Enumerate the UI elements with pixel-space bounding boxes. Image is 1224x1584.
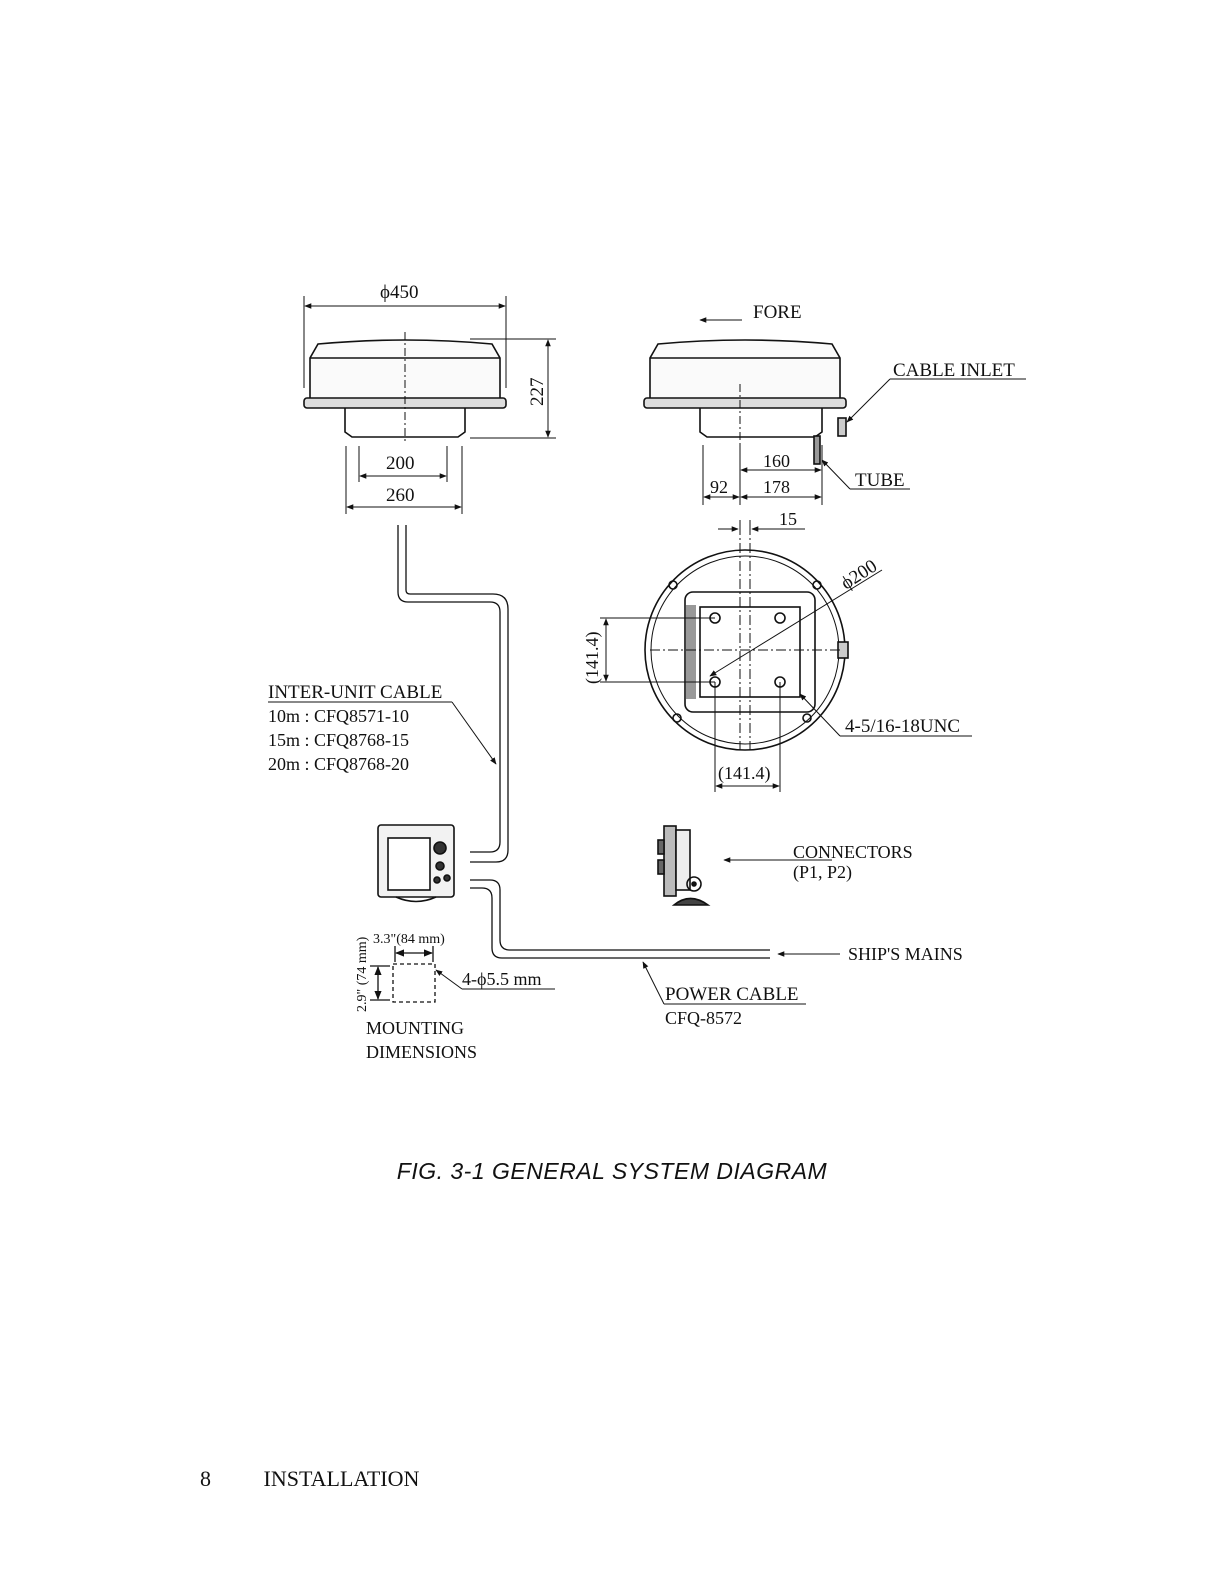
dim-160: 160 (763, 451, 790, 471)
antenna-rear-view (643, 339, 847, 500)
cable-leaders (268, 701, 840, 1005)
dim-pitch-horizontal: (141.4) (718, 763, 771, 784)
dim-178: 178 (763, 477, 790, 497)
connectors-label-line2: (P1, P2) (793, 862, 852, 883)
tube-label: TUBE (855, 470, 905, 491)
dim-diameter-450: ϕ450 (380, 282, 419, 303)
connectors-label-line1: CONNECTORS (793, 842, 913, 862)
power-cable-title: POWER CABLE (665, 984, 799, 1005)
antenna-side-view (303, 332, 507, 442)
power-cable-code: CFQ-8572 (665, 1008, 742, 1028)
dim-base-200: 200 (386, 453, 415, 474)
mounting-width: 3.3"(84 mm) (373, 932, 445, 947)
inter-unit-cable-10m: 10m : CFQ8571-10 (268, 706, 409, 726)
dim-92: 92 (710, 477, 728, 497)
mounting-template (370, 946, 436, 1003)
antenna-bottom-view (644, 525, 849, 751)
dim-height-227: 227 (527, 378, 548, 407)
antenna-side-dimensions (303, 296, 556, 514)
dim-bolt-circle: ϕ200 (837, 556, 881, 595)
section-name: INSTALLATION (263, 1466, 420, 1491)
power-cable-line (470, 879, 770, 959)
antenna-rear-dimensions (699, 317, 1026, 505)
antenna-bottom-dimensions (600, 520, 972, 792)
dim-pitch-vertical: (141.4) (582, 632, 603, 685)
cable-inlet-label: CABLE INLET (893, 360, 1015, 381)
page-number: 8 (200, 1466, 211, 1491)
mounting-label-line2: DIMENSIONS (366, 1042, 477, 1062)
mounting-holes: 4-ϕ5.5 mm (462, 969, 541, 989)
mains-label: SHIP'S MAINS (848, 944, 963, 964)
inter-unit-cable-20m: 20m : CFQ8768-20 (268, 754, 409, 774)
bolts-label: 4-5/16-18UNC (845, 716, 960, 737)
figure-caption: FIG. 3-1 GENERAL SYSTEM DIAGRAM (396, 1158, 828, 1184)
fore-label: FORE (753, 302, 802, 323)
dim-15: 15 (779, 509, 797, 529)
display-unit-front (377, 824, 455, 903)
page-footer: 8 INSTALLATION (200, 1466, 419, 1492)
mounting-label-line1: MOUNTING (366, 1018, 464, 1038)
display-unit-side (657, 825, 711, 906)
inter-unit-cable-15m: 15m : CFQ8768-15 (268, 730, 409, 750)
mounting-height: 2.9" (74 mm) (355, 936, 370, 1012)
dim-base-260: 260 (386, 485, 415, 506)
inter-unit-cable-title: INTER-UNIT CABLE (268, 682, 442, 703)
inter-unit-cable-line (397, 525, 509, 863)
